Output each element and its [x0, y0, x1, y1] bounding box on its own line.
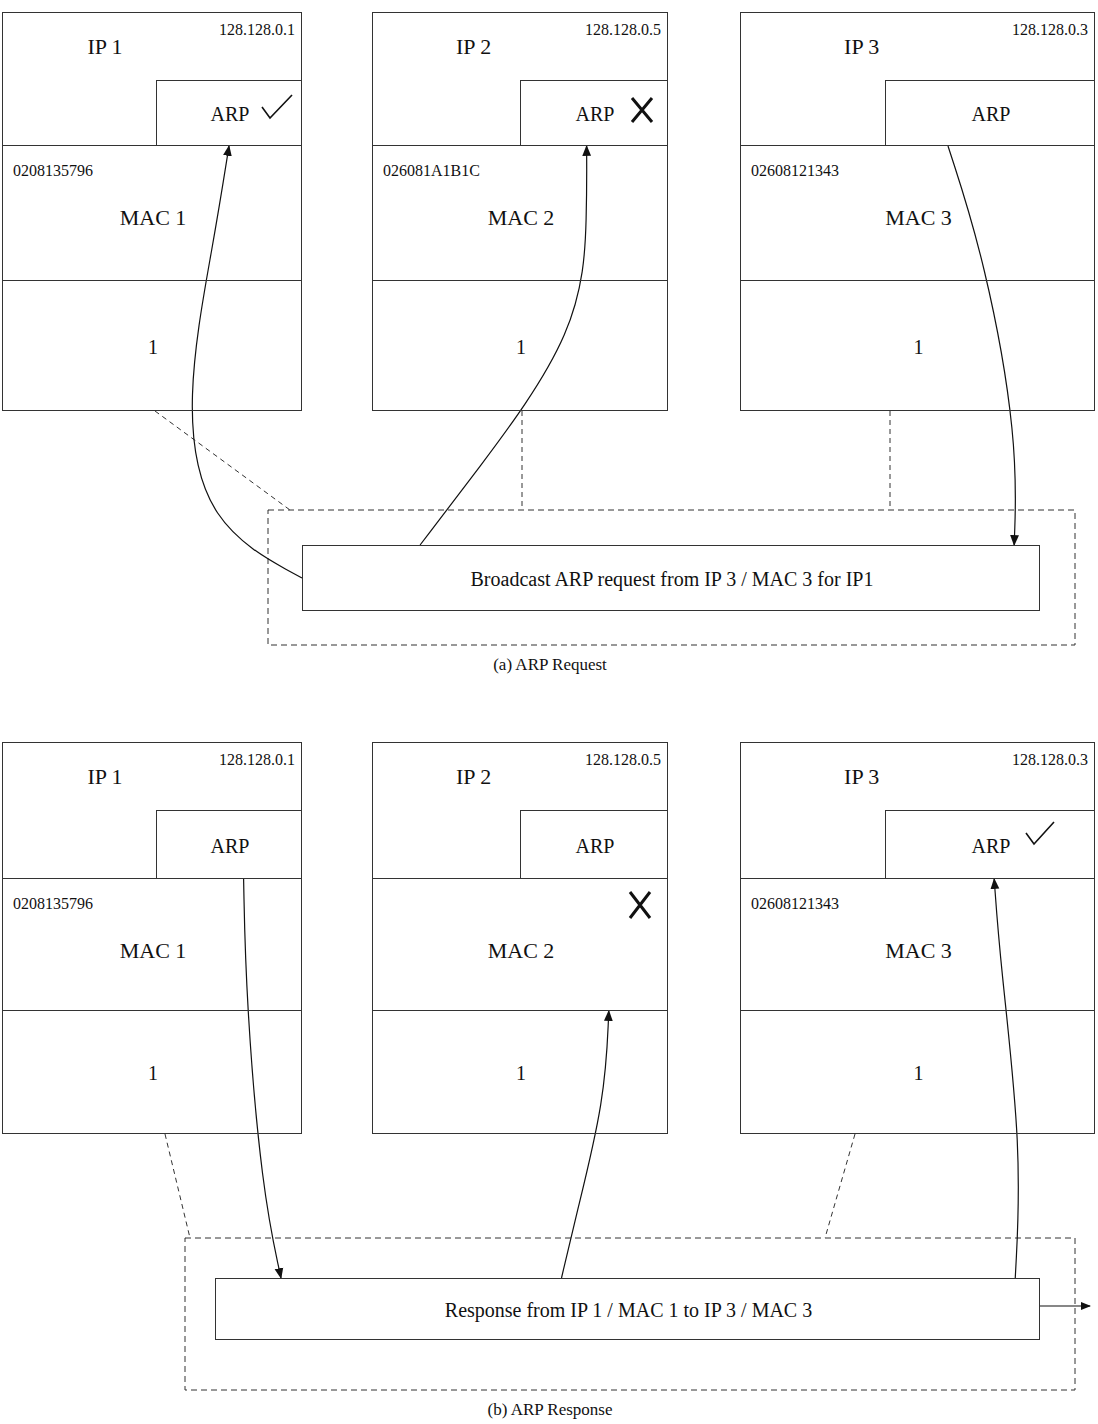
mac-layer-box: 026081A1B1C MAC 2	[372, 145, 668, 281]
arp-box: ARP	[885, 810, 1095, 879]
message-arrow	[562, 1011, 609, 1278]
box-text: Broadcast ARP request from IP 3 / MAC 3 …	[471, 568, 874, 590]
box-text: 026081A1B1C	[383, 162, 480, 180]
message-arrow	[244, 879, 281, 1278]
network-message-box: Response from IP 1 / MAC 1 to IP 3 / MAC…	[215, 1278, 1040, 1340]
box-text: MAC 2	[488, 939, 555, 963]
mac-layer-box: 0208135796MAC 1	[2, 878, 302, 1011]
box-text: 1	[516, 336, 526, 358]
ip-layer-box: IP 1 128.128.0.1ARP	[2, 12, 302, 146]
box-text: 128.128.0.3	[1012, 21, 1088, 39]
box-text: ARP	[972, 835, 1011, 857]
ip-layer-box: IP 3 128.128.0.3ARP	[740, 12, 1095, 146]
box-text: MAC 2	[488, 206, 555, 230]
box-text: ARP	[211, 103, 250, 125]
box-text: IP 3	[844, 765, 879, 789]
figure-caption: (a) ARP Request	[493, 656, 607, 675]
box-text: 128.128.0.5	[585, 751, 661, 769]
box-text: 128.128.0.3	[1012, 751, 1088, 769]
bus-tap	[155, 411, 290, 510]
message-arrow	[420, 146, 587, 545]
box-text: 1	[516, 1062, 526, 1084]
arp-box: ARP	[156, 810, 302, 879]
box-text: 128.128.0.1	[219, 21, 295, 39]
box-text: ARP	[576, 103, 615, 125]
mac-layer-box: 02608121343MAC 3	[740, 145, 1095, 281]
network-message-box: Broadcast ARP request from IP 3 / MAC 3 …	[302, 545, 1040, 611]
physical-layer-box: 1	[372, 1010, 668, 1134]
bus-tap	[825, 1134, 855, 1238]
mac-layer-box: 0208135796MAC 1	[2, 145, 302, 281]
ip-layer-box: IP 3 128.128.0.3ARP	[740, 742, 1095, 879]
mac-layer-box: MAC 2	[372, 878, 668, 1011]
box-text: MAC 1	[120, 206, 187, 230]
check-mark	[1026, 822, 1054, 844]
bus-tap	[522, 411, 523, 510]
box-text: IP 1	[87, 35, 122, 59]
box-text: 02608121343	[751, 162, 839, 180]
bus-tap	[165, 1134, 190, 1238]
box-text: 1	[914, 1062, 924, 1084]
box-text: 128.128.0.5	[585, 21, 661, 39]
box-text: 128.128.0.1	[219, 751, 295, 769]
box-text: ARP	[576, 835, 615, 857]
physical-layer-box: 1	[2, 280, 302, 411]
ip-layer-box: IP 1 128.128.0.1ARP	[2, 742, 302, 879]
box-text: 1	[148, 1062, 158, 1084]
outgoing-arrow	[1040, 1305, 1090, 1306]
box-text: ARP	[211, 835, 250, 857]
physical-layer-box: 1	[2, 1010, 302, 1134]
box-text: Response from IP 1 / MAC 1 to IP 3 / MAC…	[445, 1299, 812, 1321]
box-text: IP 1	[87, 765, 122, 789]
arp-box: ARP	[156, 80, 302, 146]
box-text: 1	[148, 336, 158, 358]
bus-tap	[890, 411, 891, 510]
box-text: IP 2	[456, 765, 491, 789]
box-text: MAC 3	[885, 206, 952, 230]
figure-caption: (b) ARP Response	[488, 1401, 613, 1420]
network-medium	[268, 510, 1075, 645]
box-text: MAC 3	[885, 939, 952, 963]
box-text: IP 2	[456, 35, 491, 59]
box-text: 1	[914, 336, 924, 358]
box-text: IP 3	[844, 35, 879, 59]
box-text: MAC 1	[120, 939, 187, 963]
mac-layer-box: 02608121343MAC 3	[740, 878, 1095, 1011]
arp-box: ARP	[520, 810, 668, 879]
box-text: 02608121343	[751, 895, 839, 913]
message-arrow	[192, 146, 302, 578]
cross-mark	[630, 892, 650, 918]
box-text: 0208135796	[13, 895, 93, 913]
physical-layer-box: 1	[372, 280, 668, 411]
cross-mark	[632, 98, 652, 122]
box-text: ARP	[972, 103, 1011, 125]
box-text: 0208135796	[13, 162, 93, 180]
arp-box: ARP	[885, 80, 1095, 146]
physical-layer-box: 1	[740, 280, 1095, 411]
check-mark	[262, 95, 292, 118]
physical-layer-box: 1	[740, 1010, 1095, 1134]
message-arrow	[948, 146, 1015, 545]
network-medium	[185, 1238, 1075, 1390]
message-arrow	[994, 879, 1018, 1278]
arp-box: ARP	[520, 80, 668, 146]
ip-layer-box: IP 2 128.128.0.5ARP	[372, 742, 668, 879]
ip-layer-box: IP 2 128.128.0.5ARP	[372, 12, 668, 146]
